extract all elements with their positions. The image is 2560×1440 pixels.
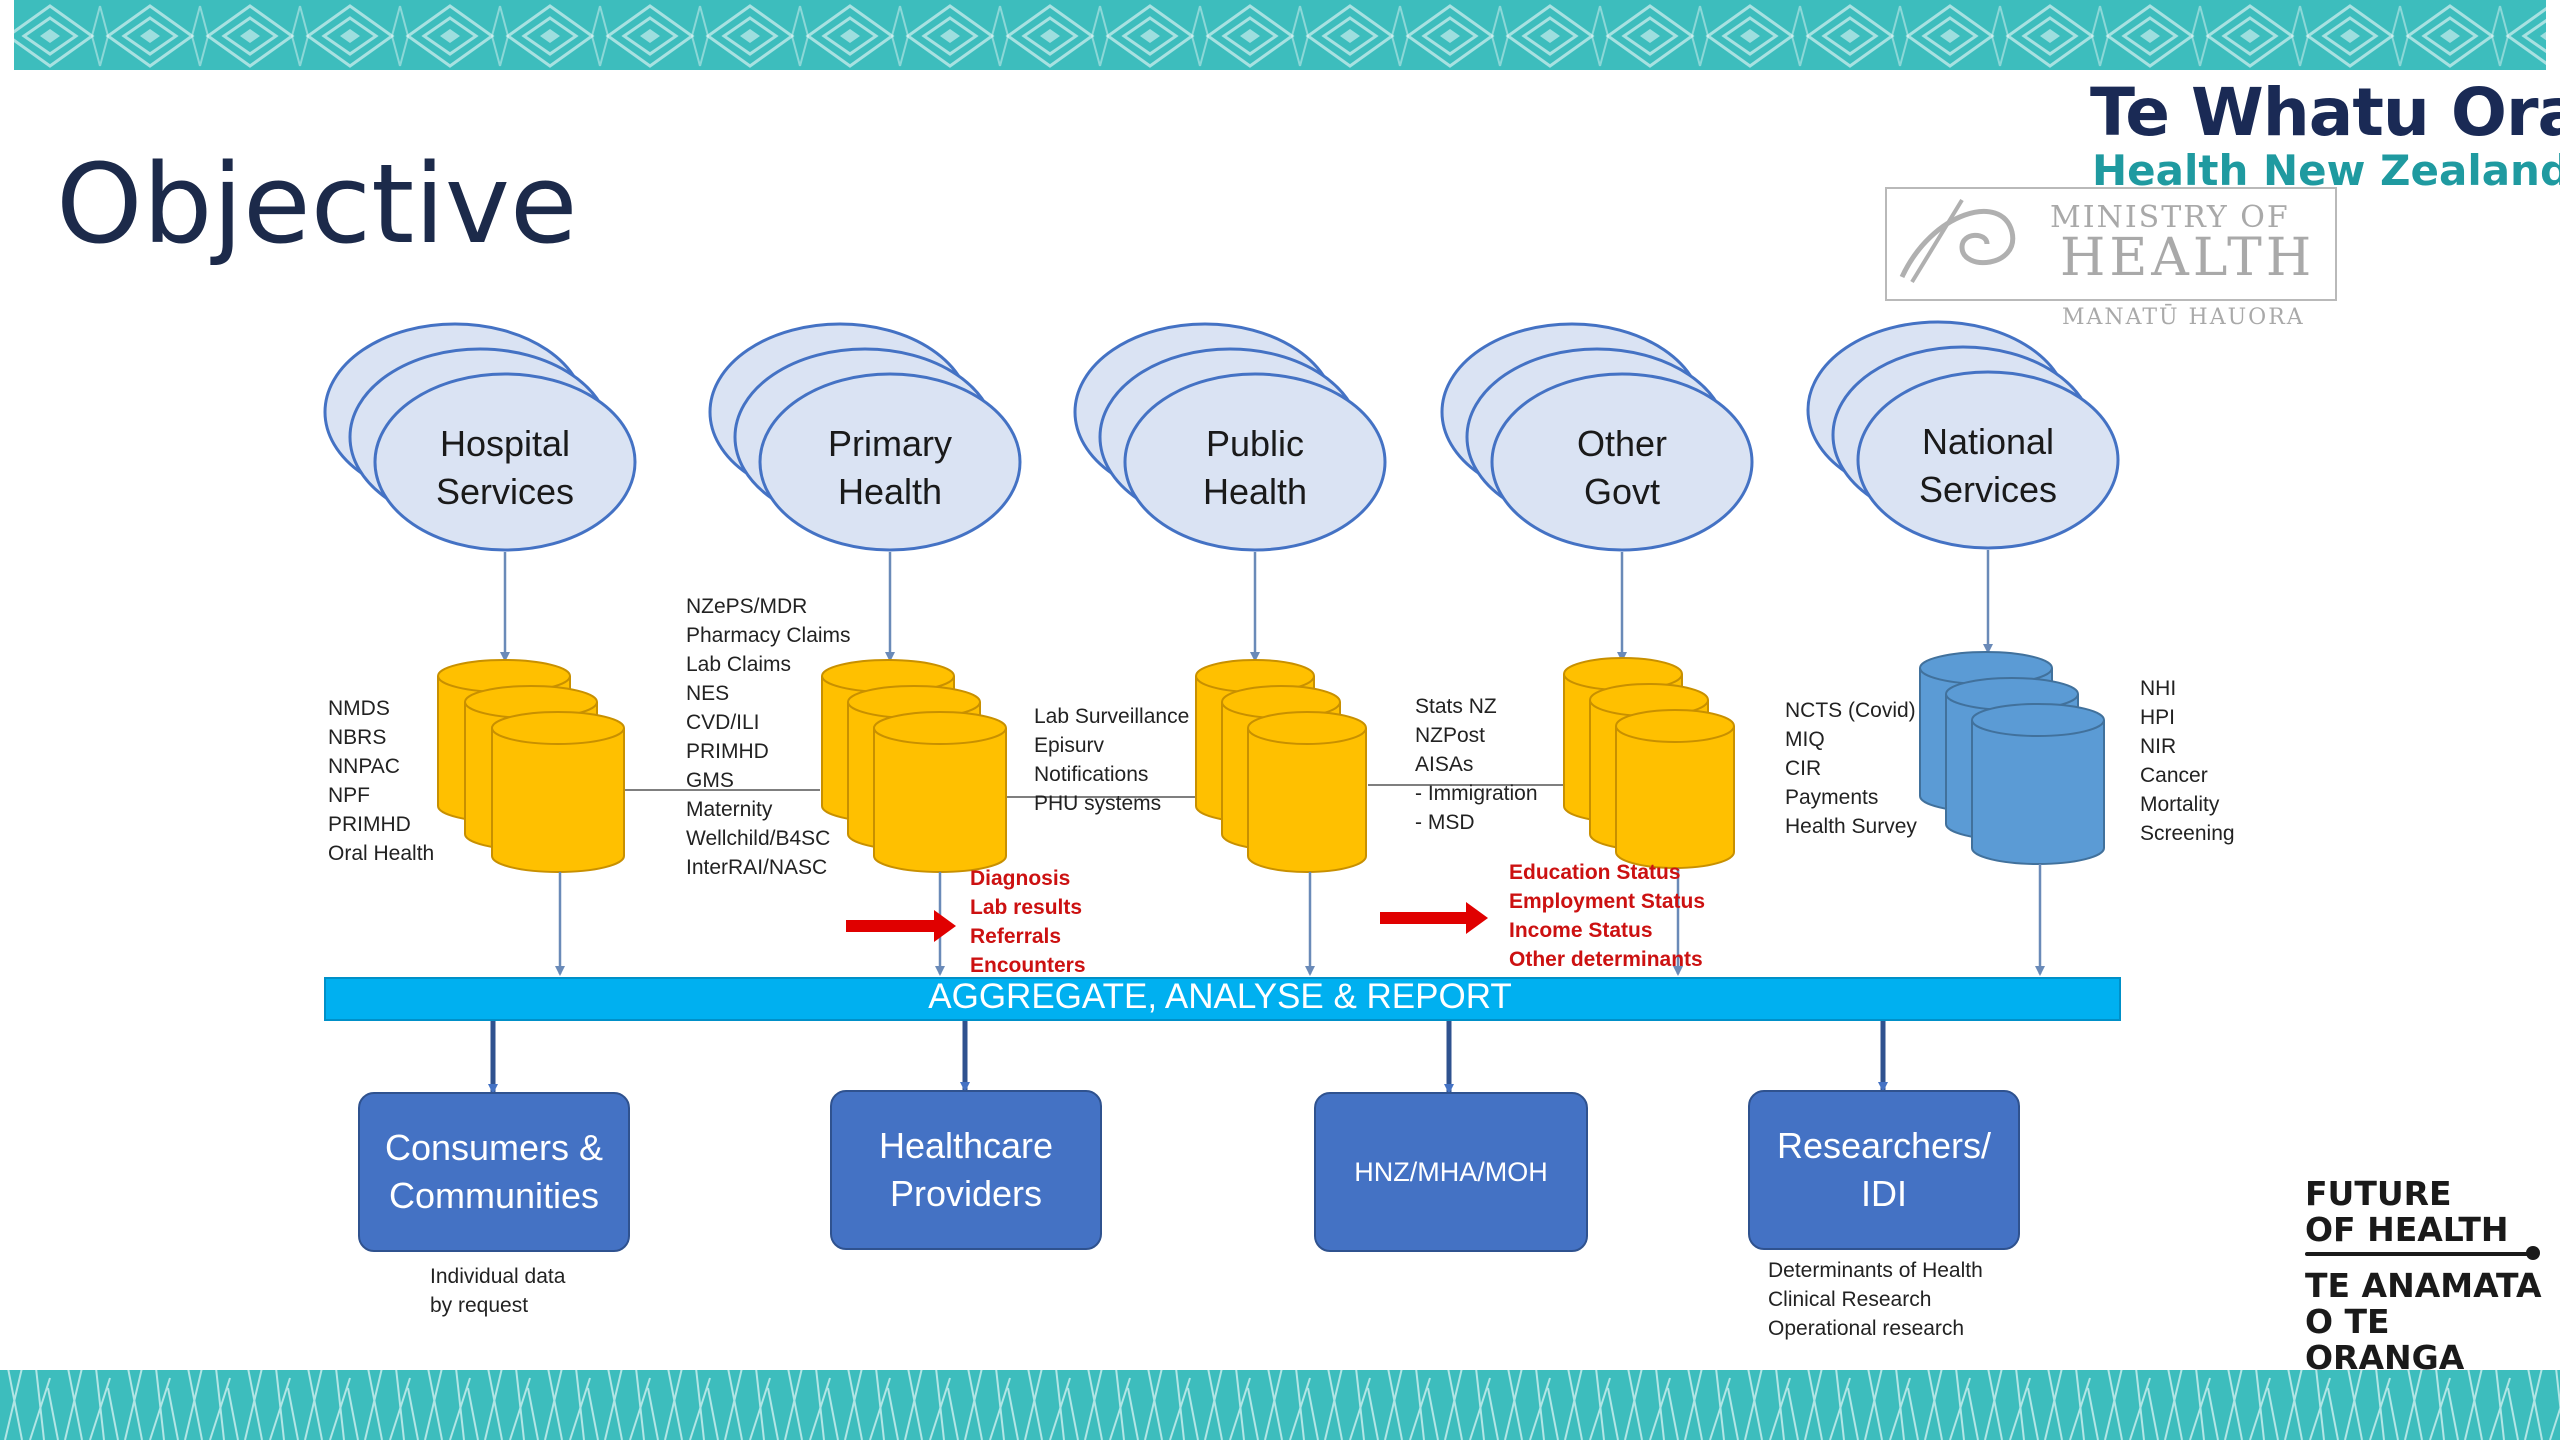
dataset-list-national-left: NCTS (Covid) MIQ CIR Payments Health Sur…: [1785, 699, 1917, 838]
dataset-list-other-govt: Stats NZ NZPost AISAs - Immigration - MS…: [1415, 695, 1538, 834]
te-anamata-logo: TE ANAMATA O TE ORANGA: [2305, 1268, 2560, 1376]
consumer-box-providers: Healthcare Providers: [830, 1090, 1102, 1250]
koru-icon: [1899, 198, 2016, 284]
moh-logo-line3: MANATŪ HAUORA: [2062, 305, 2305, 330]
consumer-note-researchers: Determinants of Health Clinical Research…: [1768, 1259, 1983, 1340]
db-stack-national: [1919, 651, 2105, 865]
arrows-band-to-consumers: [488, 1021, 1888, 1094]
db-stack-public: [1195, 659, 1367, 873]
source-label-national: National Services: [1918, 421, 2058, 510]
future-of-health-logo: FUTURE OF HEALTH: [2305, 1176, 2508, 1248]
consumer-note-communities: Individual data by request: [430, 1265, 566, 1317]
dataset-list-primary: NZePS/MDR Pharmacy Claims Lab Claims NES…: [686, 595, 851, 879]
dataset-list-public: Lab Surveillance Episurv Notifications P…: [1034, 705, 1190, 815]
dataset-list-national-right: NHI HPI NIR Cancer Mortality Screening: [2140, 677, 2235, 845]
ellipse-stack-hospital: [323, 322, 637, 552]
ellipse-stack-other-govt: [1440, 322, 1754, 552]
dataset-list-hospital: NMDS NBRS NNPAC NPF PRIMHD Oral Health: [328, 697, 435, 865]
aggregate-band-label: AGGREGATE, ANALYSE & REPORT: [928, 977, 1512, 1016]
db-stack-other-govt: [1563, 657, 1735, 869]
foh-line1: FUTURE: [2305, 1174, 2452, 1213]
enrichment-clinical: Diagnosis Lab results Referrals Encounte…: [970, 867, 1086, 977]
bottom-pattern-banner: [0, 1370, 2560, 1440]
arrows-ellipse-to-db: [500, 550, 1993, 662]
te-whatu-ora-logo: Te Whatu Ora: [2090, 74, 2560, 151]
ellipse-stack-primary: [708, 322, 1022, 552]
consumer-box-hnz-mha-moh: HNZ/MHA/MOH: [1314, 1092, 1588, 1252]
aggregate-band: [324, 977, 2121, 1021]
db-stack-primary: [821, 659, 1007, 873]
red-arrow-clinical: [846, 910, 956, 942]
ellipse-stack-national: [1806, 320, 2120, 550]
source-label-hospital: Hospital Services: [435, 423, 575, 512]
foh-line3: TE ANAMATA: [2305, 1266, 2542, 1305]
consumer-box-communities: Consumers & Communities: [358, 1092, 630, 1252]
moh-logo-frame: [1885, 187, 2337, 301]
foh-line2: OF HEALTH: [2305, 1210, 2509, 1249]
consumer-box-researchers: Researchers/ IDI: [1748, 1090, 2020, 1250]
source-label-public: Public Health: [1202, 423, 1308, 512]
page-title: Objective: [56, 140, 578, 268]
red-arrow-determinants: [1380, 902, 1488, 934]
db-connector-lines: [622, 784, 1568, 798]
moh-logo-line1: MINISTRY OF: [2050, 200, 2290, 235]
foh-divider: [2305, 1252, 2537, 1256]
foh-dot: [2526, 1246, 2540, 1260]
source-label-primary: Primary Health: [828, 423, 952, 512]
health-nz-logo-text: Health New Zealand: [2092, 146, 2560, 195]
source-label-other-govt: Other Govt: [1576, 423, 1668, 512]
db-stack-hospital: [437, 659, 625, 873]
moh-logo-line2: HEALTH: [2060, 228, 2316, 288]
enrichment-determinants: Education Status Employment Status Incom…: [1509, 861, 1706, 971]
arrows-db-to-band: [555, 864, 2045, 976]
ellipse-stack-public: [1073, 322, 1387, 552]
foh-line4: O TE ORANGA: [2305, 1302, 2465, 1377]
top-pattern-banner: [14, 0, 2546, 70]
